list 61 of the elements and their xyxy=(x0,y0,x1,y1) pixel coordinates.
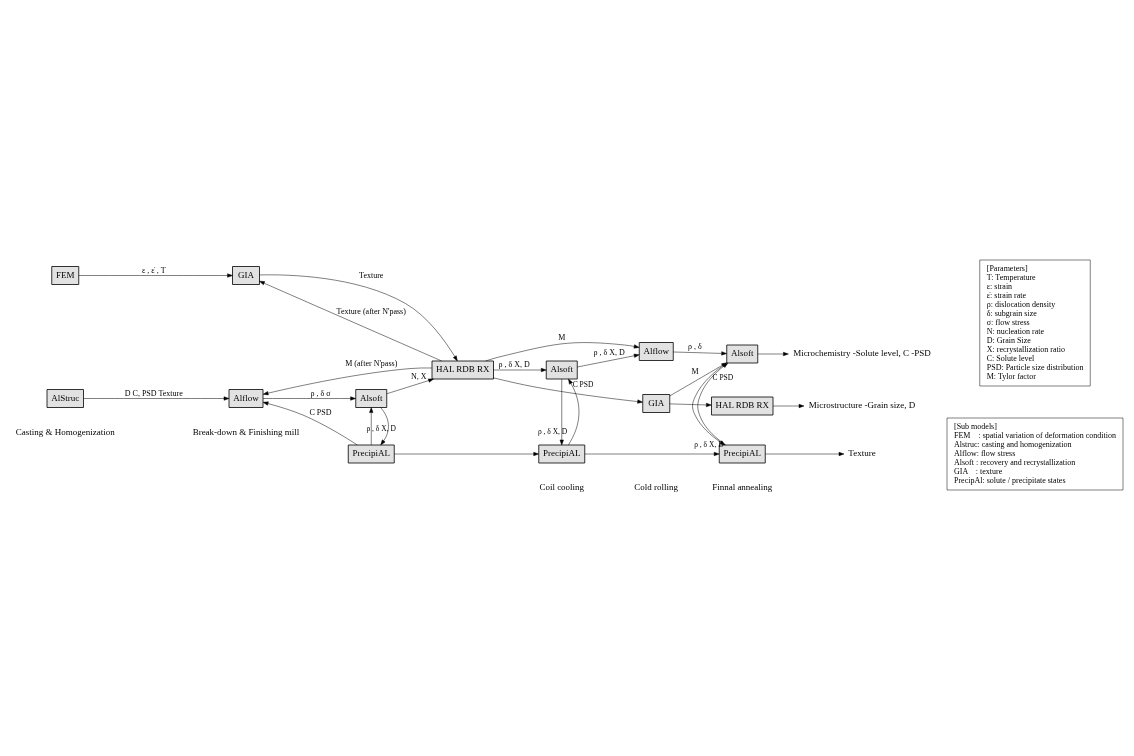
node-box: Alflow xyxy=(228,388,264,408)
arrow xyxy=(83,396,230,400)
node-box: GIA xyxy=(642,393,671,413)
label: Finnal annealing xyxy=(712,481,773,492)
edge-label: ρ , δ X, D xyxy=(366,423,396,433)
edge-label: N, X xyxy=(410,371,427,381)
node-box: AlStruc xyxy=(46,388,84,408)
node-box: PrecipiAL xyxy=(347,444,395,463)
node-box: PrecipiAL xyxy=(538,444,586,463)
node-box: HAL RDB RX xyxy=(431,360,494,379)
arrow xyxy=(262,396,356,400)
node-box: HAL RDB RX xyxy=(711,396,774,415)
arrow xyxy=(485,341,640,361)
node-box: [Sub models] FEM : spatial variation of deformation condition Alstruc: casting and homogenization Alflow: flow stress Alsoft : recovery and recrystallization GIA : texture PrecipAl: solute / precipitate states xyxy=(946,417,1124,490)
arrow xyxy=(262,367,433,395)
arrow xyxy=(568,378,580,445)
edge-label: Texture xyxy=(359,270,384,280)
arrow xyxy=(772,403,805,408)
label: Coil cooling xyxy=(539,481,585,492)
arrow xyxy=(493,367,547,372)
edge-label: D C, PSD Texture xyxy=(124,388,183,398)
arrow xyxy=(673,350,727,355)
edge-label: ρ , δ X, D xyxy=(593,347,625,357)
edge-label: ρ , δ X, D xyxy=(537,426,568,436)
arrow xyxy=(669,402,712,407)
node-box: GIA xyxy=(232,265,260,285)
node-box: Alflow xyxy=(638,341,674,361)
edge-label: M (after N'pass) xyxy=(345,358,398,368)
arrow xyxy=(559,378,564,445)
node-box: Alsoft xyxy=(355,388,388,408)
edge-label: M xyxy=(558,332,566,342)
arrow xyxy=(78,273,233,277)
edge-label: C PSD xyxy=(712,372,734,382)
edge-label: Texture (after N'pass) xyxy=(336,306,406,316)
arrow xyxy=(757,351,789,356)
label: Cold rolling xyxy=(634,481,679,492)
edge-label: C PSD xyxy=(572,379,594,389)
edge-label: ε , ε̇ , T xyxy=(141,265,166,275)
arrow xyxy=(584,451,720,456)
arrow xyxy=(765,451,845,456)
node-text: Texture xyxy=(848,447,876,458)
node-box: [Parameters] T: Temperature ε: strain ε̇: strain rate ρ: dislocation density δ: subgrain size σ: flow stress N: nucleation rate D: Grain Size X: recrystallization ratio C: Solute level PSD: Particle size distribution M: Tylor factor xyxy=(979,259,1091,386)
arrow xyxy=(394,451,539,456)
node-box: FEM xyxy=(51,265,80,285)
node-box: Alsoft xyxy=(545,360,578,379)
label: Break-down & Finishing mill xyxy=(192,426,300,437)
edge-label: ρ , δ xyxy=(688,341,702,351)
edge-label: C PSD xyxy=(309,407,332,417)
arrow xyxy=(380,406,389,445)
arrow xyxy=(493,377,643,404)
arrow xyxy=(369,406,374,445)
arrow xyxy=(386,378,434,394)
edge-label: ρ , δ σ xyxy=(310,388,331,398)
arrow xyxy=(577,353,640,367)
label: Casting & Homogenization xyxy=(15,426,115,437)
node-text: Microstructure -Grain size, D xyxy=(808,399,916,410)
arrow xyxy=(262,401,358,445)
node-text: Microchemistry -Solute level, C -PSD xyxy=(793,347,931,358)
edge-label: M xyxy=(691,366,699,376)
edge-label: ρ , δ X, D xyxy=(498,359,530,369)
node-box: Alsoft xyxy=(726,344,759,363)
